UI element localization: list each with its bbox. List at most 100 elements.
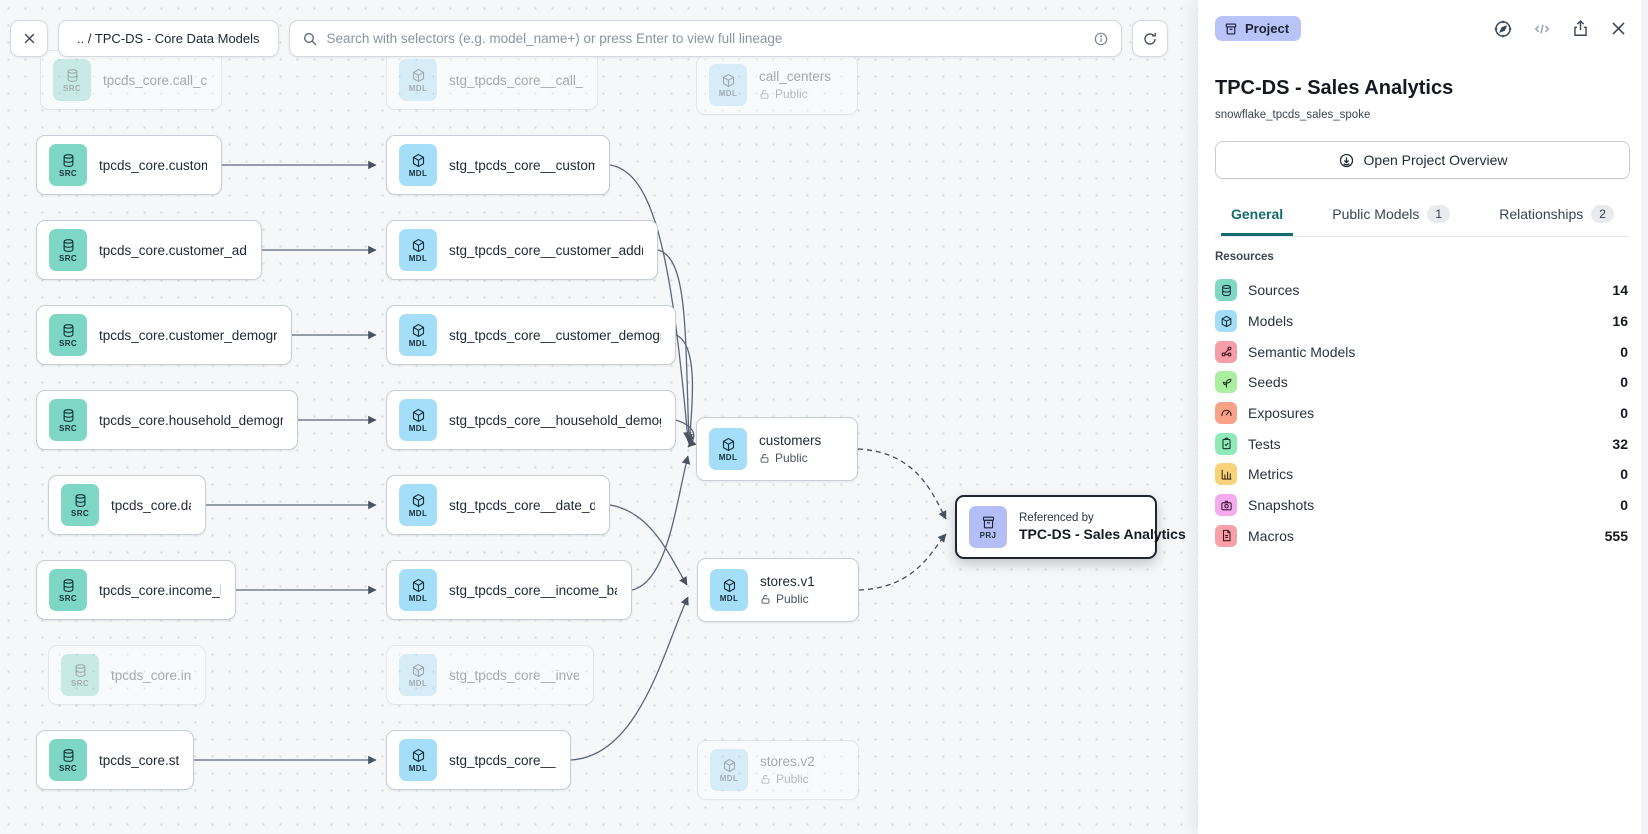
search-input[interactable]	[326, 31, 1084, 46]
referenced-by-label: Referenced by	[1019, 512, 1094, 524]
lock-open-icon	[760, 594, 771, 605]
lineage-edges	[194, 160, 947, 765]
lineage-node-src-call-center[interactable]: SRC tpcds_core.call_center	[40, 50, 222, 110]
lineage-canvas[interactable]: SRC tpcds_core.call_center SRC tpcds_cor…	[0, 0, 1198, 834]
lineage-node-src-date-dim[interactable]: SRC tpcds_core.date_dim	[48, 475, 206, 535]
model-icon: MDL	[709, 64, 747, 106]
node-label: stg_tpcds_core__customer	[449, 157, 595, 173]
resource-row-tests[interactable]: Tests 32	[1215, 428, 1630, 459]
resource-count: 32	[1612, 435, 1628, 452]
model-icon: MDL	[399, 569, 437, 611]
visibility-label: Public	[776, 772, 809, 786]
lineage-node-mdl-stg-customer-address[interactable]: MDL stg_tpcds_core__customer_address	[386, 220, 658, 280]
resource-row-models[interactable]: Models 16	[1215, 306, 1630, 337]
tab-general[interactable]: General	[1221, 197, 1294, 236]
refresh-button[interactable]	[1131, 20, 1168, 57]
node-label: call_centers	[759, 69, 832, 84]
close-icon	[1609, 19, 1628, 38]
resource-row-metrics[interactable]: Metrics 0	[1215, 459, 1630, 490]
view-code-button[interactable]	[1530, 17, 1554, 41]
panel-scrollbar[interactable]	[1642, 0, 1648, 834]
visibility-label: Public	[775, 451, 808, 465]
close-lineage-button[interactable]	[10, 20, 48, 57]
lineage-node-mdl-stg-customer-demographics[interactable]: MDL stg_tpcds_core__customer_demogra…	[386, 305, 676, 365]
overview-icon	[1338, 152, 1355, 169]
lineage-node-mdl-stg-store[interactable]: MDL stg_tpcds_core__store	[386, 730, 571, 790]
lineage-node-src-store[interactable]: SRC tpcds_core.store	[36, 730, 194, 790]
resource-row-snapshots[interactable]: Snapshots 0	[1215, 490, 1630, 521]
lineage-node-mdl-stg-household-demographics[interactable]: MDL stg_tpcds_core__household_demogr…	[386, 390, 676, 450]
project-icon	[1224, 22, 1238, 36]
resource-row-sources[interactable]: Sources 14	[1215, 275, 1630, 306]
project-title: TPC-DS - Sales Analytics	[1215, 77, 1454, 99]
compass-icon	[1493, 19, 1513, 39]
node-label: stores.v2	[760, 754, 815, 769]
resource-count: 555	[1604, 527, 1628, 544]
tab-count-badge: 2	[1591, 205, 1614, 223]
models-icon	[1215, 310, 1237, 333]
model-icon: MDL	[399, 59, 437, 101]
node-label: stores.v1	[760, 574, 815, 589]
resource-row-macros[interactable]: Macros 555	[1215, 521, 1630, 552]
lineage-node-src-household-demographics[interactable]: SRC tpcds_core.household_demographics	[36, 390, 298, 450]
lineage-node-src-customer[interactable]: SRC tpcds_core.customer	[36, 135, 222, 195]
lineage-node-mdl-stg-date-dim[interactable]: MDL stg_tpcds_core__date_dim	[386, 475, 610, 535]
exposures-icon	[1215, 402, 1237, 425]
model-icon: MDL	[710, 749, 748, 791]
breadcrumb[interactable]: .. / TPC-DS - Core Data Models	[58, 20, 279, 57]
lineage-node-public-stores-v2[interactable]: MDL stores.v2 Public	[697, 740, 859, 800]
source-icon: SRC	[61, 484, 99, 526]
share-icon	[1571, 19, 1590, 38]
lineage-node-mdl-stg-inventory[interactable]: MDL stg_tpcds_core__inventory	[386, 645, 594, 705]
lineage-node-public-stores-v1[interactable]: MDL stores.v1 Public	[697, 558, 859, 622]
resources-list: Sources 14 Models 16 Semantic Models 0 S…	[1215, 275, 1630, 551]
lineage-node-public-customers[interactable]: MDL customers Public	[696, 417, 858, 481]
model-icon: MDL	[399, 314, 437, 356]
lineage-node-mdl-stg-customer[interactable]: MDL stg_tpcds_core__customer	[386, 135, 610, 195]
lock-open-icon	[760, 774, 771, 785]
node-label: stg_tpcds_core__store	[449, 752, 556, 768]
lineage-node-src-inventory[interactable]: SRC tpcds_core.inventory	[48, 645, 206, 705]
lineage-node-src-customer-demographics[interactable]: SRC tpcds_core.customer_demographics	[36, 305, 292, 365]
open-project-overview-button[interactable]: Open Project Overview	[1215, 141, 1630, 179]
resource-row-semantic-models[interactable]: Semantic Models 0	[1215, 336, 1630, 367]
node-label: stg_tpcds_core__income_band	[449, 582, 617, 598]
visibility-label: Public	[775, 87, 808, 101]
details-panel: Project TPC-DS - Sales Analytics snowfla…	[1198, 0, 1648, 834]
lock-open-icon	[759, 453, 770, 464]
lineage-node-public-call-centers[interactable]: MDL call_centers Public	[696, 55, 858, 115]
macros-icon	[1215, 524, 1237, 547]
resources-heading: Resources	[1215, 251, 1274, 263]
resource-count: 16	[1612, 313, 1628, 330]
source-icon: SRC	[49, 144, 87, 186]
code-icon	[1532, 19, 1552, 39]
explore-button[interactable]	[1491, 17, 1515, 41]
resource-count: 14	[1612, 282, 1628, 299]
model-icon: MDL	[399, 399, 437, 441]
resource-row-seeds[interactable]: Seeds 0	[1215, 367, 1630, 398]
lineage-node-mdl-stg-income-band[interactable]: MDL stg_tpcds_core__income_band	[386, 560, 632, 620]
source-icon: SRC	[49, 569, 87, 611]
lineage-node-src-customer-address[interactable]: SRC tpcds_core.customer_address	[36, 220, 262, 280]
model-icon: MDL	[710, 569, 748, 611]
resource-count: 0	[1620, 374, 1628, 391]
resource-count: 0	[1620, 497, 1628, 514]
node-label: stg_tpcds_core__customer_demogra…	[449, 327, 661, 343]
resource-row-exposures[interactable]: Exposures 0	[1215, 398, 1630, 429]
source-icon: SRC	[49, 229, 87, 271]
resource-count: 0	[1620, 405, 1628, 422]
lineage-node-src-income-band[interactable]: SRC tpcds_core.income_band	[36, 560, 236, 620]
share-button[interactable]	[1569, 17, 1592, 40]
node-label: tpcds_core.date_dim	[111, 497, 191, 513]
node-label: tpcds_core.household_demographics	[99, 412, 283, 428]
lineage-node-project-sales-analytics[interactable]: PRJ Referenced by TPC-DS - Sales Analyti…	[955, 495, 1186, 559]
close-panel-button[interactable]	[1607, 17, 1630, 40]
project-icon: PRJ	[969, 506, 1007, 548]
info-icon[interactable]	[1093, 31, 1109, 47]
lineage-node-mdl-stg-call-center[interactable]: MDL stg_tpcds_core__call_center	[386, 50, 598, 110]
search-icon	[302, 31, 318, 47]
